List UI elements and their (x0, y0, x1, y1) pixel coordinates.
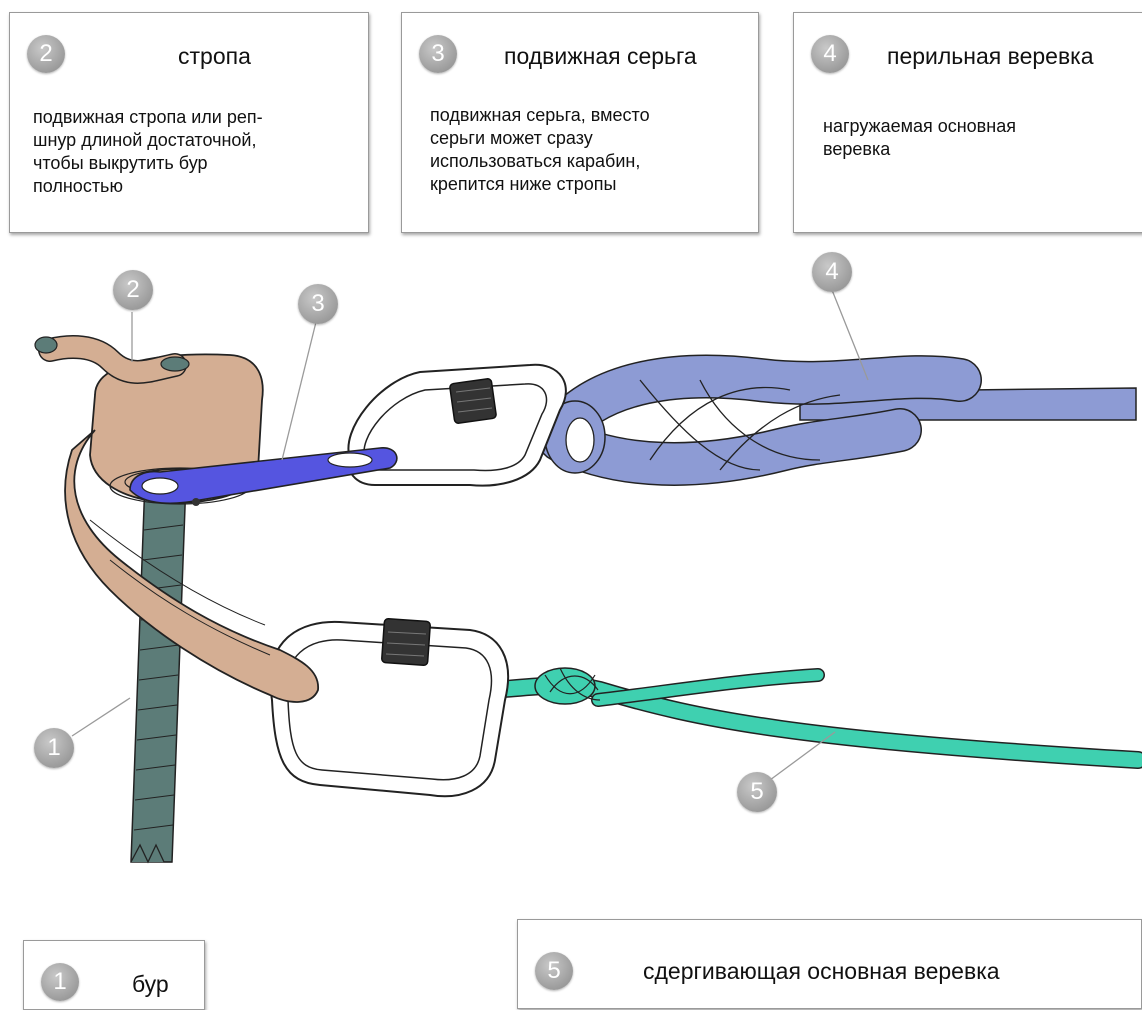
legend-box-hanger: 3 подвижная серьга подвижная серьга, вме… (401, 12, 759, 233)
lower-carabiner (270, 618, 508, 796)
legend-title: сдергивающая основная веревка (643, 958, 1000, 985)
legend-box-sling: 2 стропа подвижная стропа или реп- шнур … (9, 12, 369, 233)
callout-badge-5: 5 (737, 772, 777, 812)
callout-badge-4: 4 (812, 252, 852, 292)
ice-screw (131, 480, 186, 862)
legend-title: бур (132, 971, 169, 998)
main-rope (545, 377, 1136, 473)
number-badge: 1 (41, 963, 79, 1001)
number-badge: 5 (535, 952, 573, 990)
legend-box-main-rope: 4 перильная веревка нагружаемая основная… (793, 12, 1142, 233)
legend-title: стропа (178, 43, 251, 70)
anchor-illustration (0, 240, 1142, 880)
legend-title: перильная веревка (887, 43, 1094, 70)
callout-badge-2: 2 (113, 270, 153, 310)
callout-badge-1: 1 (34, 728, 74, 768)
callout-badge-3: 3 (298, 284, 338, 324)
number-badge: 2 (27, 35, 65, 73)
legend-text: подвижная серьга, вместо серьги может ср… (430, 104, 650, 196)
number-badge: 3 (419, 35, 457, 73)
number-badge: 4 (811, 35, 849, 73)
legend-title: подвижная серьга (504, 43, 697, 70)
legend-text: подвижная стропа или реп- шнур длиной до… (33, 106, 263, 198)
legend-box-ice-screw: 1 бур (23, 940, 205, 1010)
pull-rope (480, 668, 1138, 760)
legend-text: нагружаемая основная веревка (823, 115, 1016, 161)
